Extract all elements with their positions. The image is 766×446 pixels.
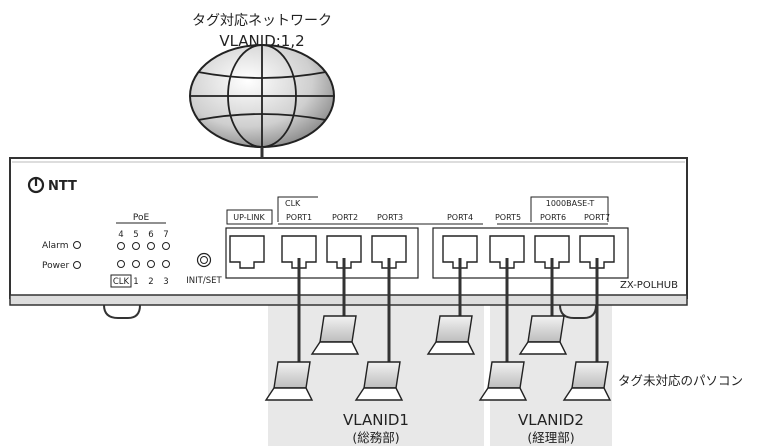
gigabit-label: 1000BASE-T	[546, 199, 595, 208]
poe-led	[132, 242, 140, 250]
port-6[interactable]	[534, 235, 570, 269]
alarm-led	[73, 241, 81, 249]
vlan1-name: VLANID1	[343, 411, 409, 429]
poe-top-number: 4	[118, 230, 123, 240]
poe-bottom-number: 2	[148, 277, 153, 287]
port-label-port7: PORT7	[584, 213, 610, 222]
model-name: ZX-POLHUB	[620, 280, 678, 291]
network-vlan-label: VLANID:1,2	[219, 32, 304, 50]
poe-label: PoE	[133, 213, 150, 223]
laptop-icon	[478, 361, 528, 401]
vlan2-name: VLANID2	[518, 411, 584, 429]
alarm-label: Alarm	[42, 241, 68, 251]
port-label-uplink: UP-LINK	[233, 213, 265, 222]
laptop-icon	[310, 315, 360, 355]
clk-box	[110, 274, 132, 288]
gigabit-group-bracket	[530, 196, 609, 222]
port-frame	[225, 227, 419, 279]
poe-led	[117, 242, 125, 250]
port-label-port5: PORT5	[495, 213, 521, 222]
laptop-icon	[426, 315, 476, 355]
poe-top-number: 5	[133, 230, 138, 240]
vlan1-sub: (総務部)	[352, 430, 399, 445]
port-5[interactable]	[489, 235, 525, 269]
laptop-icon	[562, 361, 612, 401]
poe-top-number: 6	[148, 230, 153, 240]
port-3[interactable]	[371, 235, 407, 269]
port-label-port2: PORT2	[332, 213, 358, 222]
laptop-icon	[518, 315, 568, 355]
ntt-logo	[27, 176, 45, 194]
clk-group-label: CLK	[285, 199, 301, 208]
port-uplink[interactable]	[229, 235, 265, 269]
poe-bottom-number: 1	[133, 277, 138, 287]
poe-led	[147, 242, 155, 250]
poe-led	[147, 260, 155, 268]
brand-name: NTT	[48, 179, 77, 194]
port-frame	[432, 227, 629, 279]
poe-bottom-number: 3	[163, 277, 168, 287]
init-set-button[interactable]	[196, 252, 212, 268]
poe-led	[162, 242, 170, 250]
vlan2-sub: (経理部)	[527, 430, 574, 445]
laptop-icon	[354, 361, 404, 401]
init-set-label: INIT/SET	[186, 276, 222, 286]
poe-led	[132, 260, 140, 268]
port-label-port6: PORT6	[540, 213, 566, 222]
network-title: タグ対応ネットワーク	[192, 13, 332, 29]
port-2[interactable]	[326, 235, 362, 269]
poe-top-number: 7	[163, 230, 168, 240]
power-label: Power	[42, 261, 70, 271]
port-label-port3: PORT3	[377, 213, 403, 222]
port-7[interactable]	[579, 235, 615, 269]
port-4[interactable]	[442, 235, 478, 269]
laptop-icon	[264, 361, 314, 401]
globe-icon	[189, 44, 335, 148]
power-led	[73, 261, 81, 269]
poe-led	[117, 260, 125, 268]
port-1[interactable]	[281, 235, 317, 269]
port-label-box	[226, 209, 273, 225]
clk-group-bracket	[277, 196, 318, 222]
poe-bottom-number: CLK	[113, 277, 130, 287]
port-label-port4: PORT4	[447, 213, 473, 222]
laptop-caption: タグ未対応のパソコン	[618, 373, 743, 388]
port-label-port1: PORT1	[286, 213, 312, 222]
poe-led	[162, 260, 170, 268]
